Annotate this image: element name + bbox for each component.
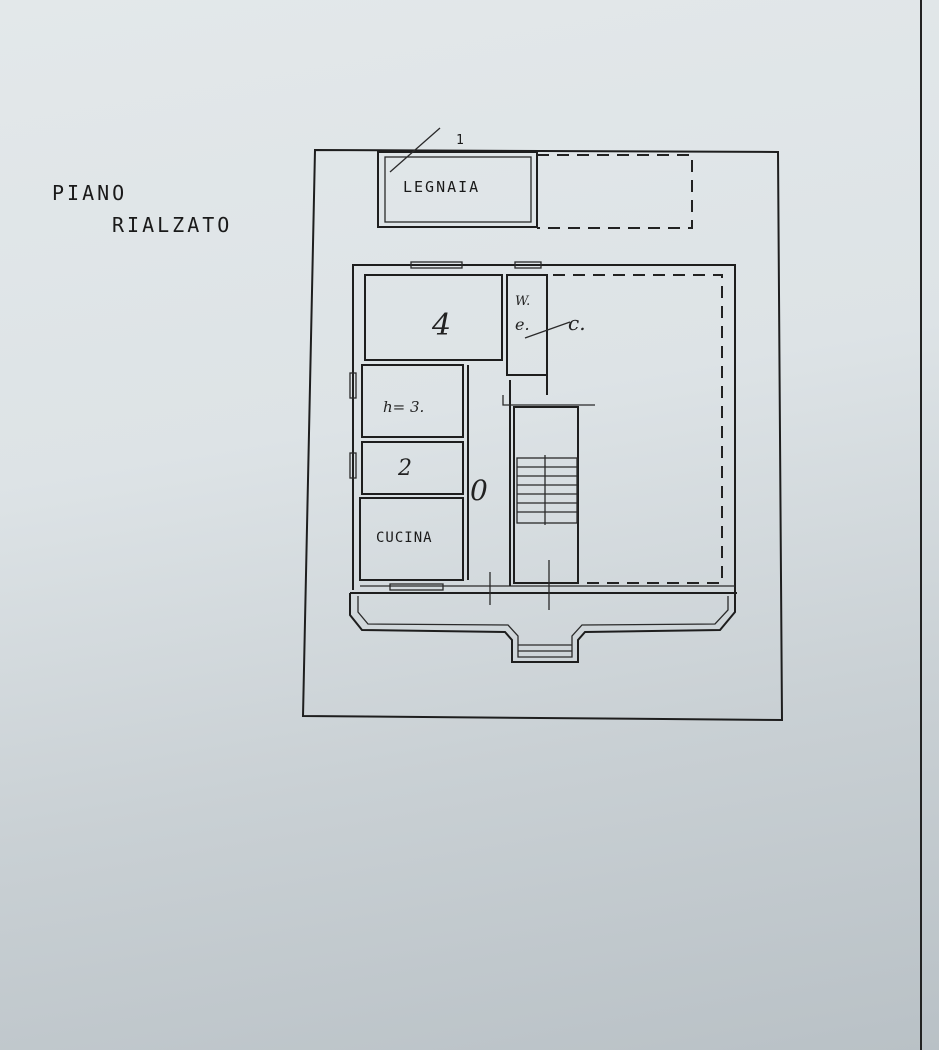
- room-number-4: 4: [431, 308, 451, 343]
- woodshed-extension-dashed: [537, 154, 693, 229]
- woodshed-label: LEGNAIA: [403, 178, 480, 196]
- dashed-addition: [553, 274, 723, 584]
- windows: [349, 261, 542, 591]
- kitchen-label: CUCINA: [376, 530, 433, 546]
- wc-label-w: W.: [515, 294, 530, 309]
- porch: [349, 593, 736, 663]
- room-number-2: 2: [397, 456, 412, 481]
- wc-label-c: c.: [568, 311, 586, 335]
- title-line-2: RIALZATO: [112, 213, 232, 237]
- wc-stroke: [524, 321, 571, 339]
- corridor-mark: 0: [470, 474, 488, 507]
- house-walls: [350, 264, 737, 610]
- woodshed: LEGNAIA 1: [377, 127, 538, 228]
- lot-boundary: [301, 148, 784, 722]
- wc-label-e: e.: [515, 315, 530, 334]
- title-line-1: PIANO: [52, 181, 127, 205]
- top-tick-label: 1: [456, 133, 464, 148]
- height-note: h= 3.: [383, 398, 424, 416]
